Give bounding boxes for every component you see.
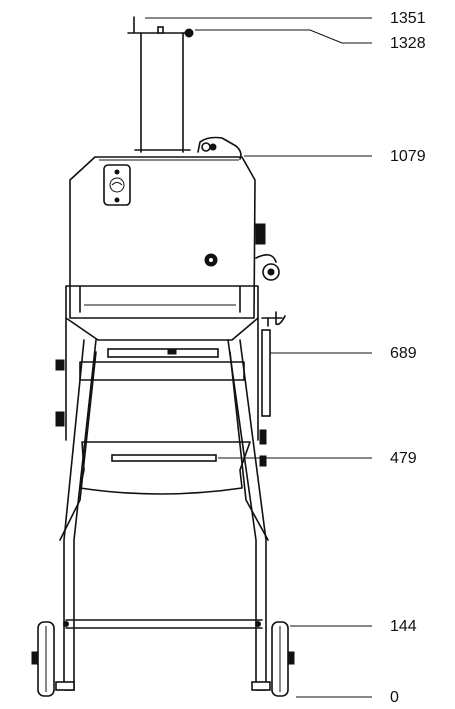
table-plate: [65, 285, 286, 417]
dimension-0: 0: [296, 689, 399, 706]
dimension-label: 1079: [390, 148, 426, 165]
dimension-label: 1351: [390, 10, 426, 27]
dimension-1351: 1351: [145, 10, 426, 27]
dimension-689: 689: [270, 345, 417, 362]
main-body: [69, 156, 280, 319]
machine-illustration: [31, 16, 295, 697]
dimension-label: 144: [390, 618, 417, 635]
dimension-label: 689: [390, 345, 417, 362]
top-post: [127, 16, 194, 153]
dimension-callouts: 1351 1328 1079 689 479 144 0: [145, 10, 426, 706]
dimension-1328: 1328: [195, 29, 426, 52]
frame-stand: [55, 317, 271, 691]
dimension-label: 479: [390, 450, 417, 467]
side-knob: [197, 136, 242, 160]
dimension-1079: 1079: [244, 148, 426, 165]
right-wheel: [271, 621, 295, 697]
dimension-label: 0: [390, 689, 399, 706]
dimension-144: 144: [290, 618, 417, 635]
dimension-479: 479: [218, 450, 417, 467]
dimension-label: 1328: [390, 35, 426, 52]
left-wheel: [31, 621, 55, 697]
